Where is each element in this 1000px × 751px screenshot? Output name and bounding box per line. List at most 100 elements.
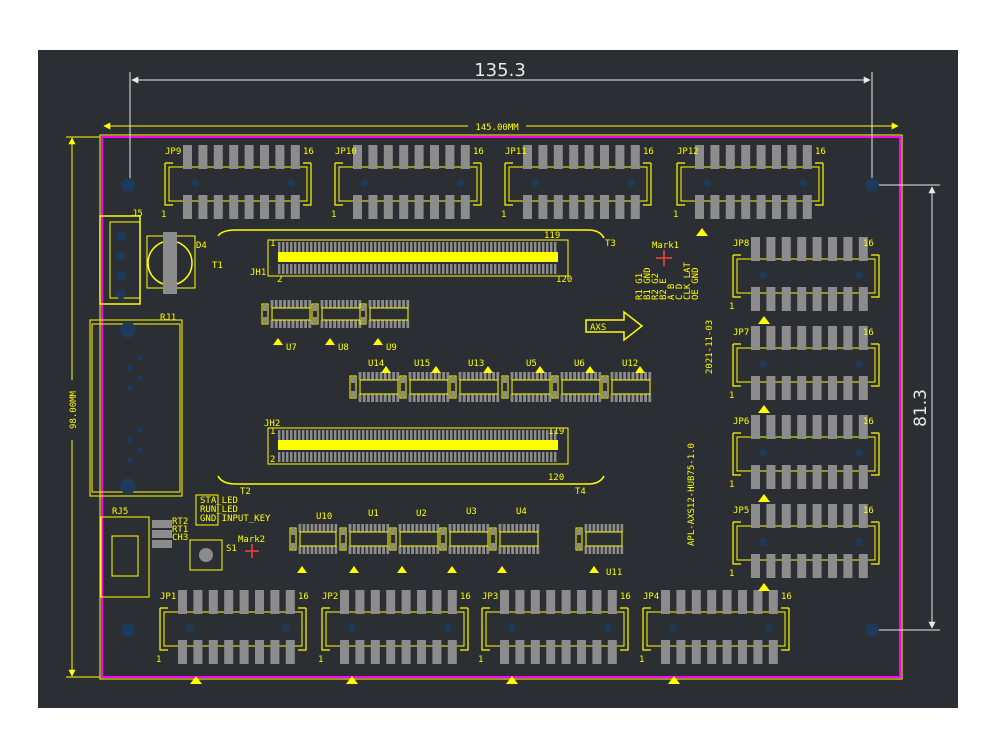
ic-chip bbox=[439, 524, 490, 554]
fpc-pad bbox=[546, 264, 549, 274]
header-pad bbox=[592, 590, 602, 614]
fpc-pad bbox=[362, 452, 365, 462]
fpc-pad bbox=[530, 430, 533, 440]
ic-chip bbox=[359, 300, 410, 328]
fiducial-mark1: Mark1 bbox=[652, 241, 679, 266]
fpc-pad bbox=[334, 430, 337, 440]
header-pad bbox=[858, 237, 868, 261]
header-pad bbox=[812, 465, 822, 489]
fpc-pad bbox=[310, 452, 313, 462]
fpc-pad bbox=[546, 242, 549, 252]
header-pad bbox=[340, 640, 349, 664]
header-pad bbox=[751, 376, 760, 400]
ic-pin bbox=[406, 320, 410, 328]
fpc-connector-jh2: JH2 1 2 119 120 T2 T4 bbox=[217, 419, 605, 497]
pin1-label: 1 bbox=[639, 655, 644, 665]
ic-pin bbox=[270, 320, 274, 328]
fpc-connector-jh1: JH1 1 2 119 120 T3 bbox=[217, 229, 616, 285]
u6-label: U6 bbox=[574, 359, 585, 369]
fpc-pad bbox=[382, 242, 385, 252]
ic-pin bbox=[528, 524, 531, 532]
pin16-label: 16 bbox=[815, 147, 826, 157]
pin1-label: 1 bbox=[729, 302, 734, 312]
fpc-pad bbox=[410, 242, 413, 252]
ic-pin bbox=[417, 372, 420, 380]
fpc-pad bbox=[326, 264, 329, 274]
header-hole bbox=[855, 271, 863, 279]
pin16-label: 16 bbox=[863, 239, 874, 249]
ic-pin bbox=[396, 372, 400, 380]
capacitor-pad bbox=[291, 529, 295, 535]
fpc-pad bbox=[342, 430, 345, 440]
header-hole bbox=[765, 624, 773, 632]
fpc-pad bbox=[458, 452, 461, 462]
connector-jp6: JP6 16 1 bbox=[729, 415, 880, 490]
ic-pin bbox=[590, 394, 593, 402]
ic-pin bbox=[531, 372, 535, 380]
ic-pin bbox=[308, 320, 312, 328]
connector-jp7: JP7 16 1 bbox=[729, 326, 880, 401]
ic-pin bbox=[361, 524, 364, 532]
header-hole bbox=[855, 538, 863, 546]
ic-pin bbox=[423, 546, 427, 554]
ic-pin bbox=[298, 524, 302, 532]
header-pad bbox=[797, 554, 807, 578]
fpc-pad bbox=[430, 242, 433, 252]
connector-jp4: JP4 16 1 bbox=[639, 590, 792, 665]
u12-label: U12 bbox=[622, 359, 638, 369]
ic-pin bbox=[433, 372, 437, 380]
ic-pin bbox=[448, 524, 452, 532]
capacitor-pad bbox=[577, 529, 581, 535]
fpc-pad bbox=[486, 264, 489, 274]
ic-pin bbox=[592, 524, 596, 532]
u8-label: U8 bbox=[338, 343, 349, 353]
ic-pin bbox=[428, 524, 431, 532]
fpc-pad bbox=[378, 264, 381, 274]
ic-pin bbox=[341, 300, 345, 308]
fpc-pad bbox=[390, 242, 393, 252]
header-pad bbox=[460, 195, 470, 219]
fpc-pad bbox=[446, 264, 449, 274]
fpc-pad bbox=[502, 452, 505, 462]
ic-pin bbox=[536, 524, 540, 532]
ic-pin bbox=[415, 524, 419, 532]
connector-label: JP10 bbox=[335, 147, 357, 157]
connector-label: JP3 bbox=[482, 592, 498, 602]
fpc-pad bbox=[370, 452, 373, 462]
ic-pin bbox=[337, 300, 341, 308]
ic-pin bbox=[535, 372, 539, 380]
header-pad bbox=[255, 640, 264, 664]
fpc-pad bbox=[322, 242, 325, 252]
header-pad bbox=[417, 640, 426, 664]
capacitor-pad bbox=[361, 305, 365, 311]
pin1-label: 1 bbox=[331, 210, 336, 220]
fpc-pad bbox=[486, 430, 489, 440]
ic-chip bbox=[601, 372, 652, 402]
ic-chip bbox=[389, 524, 440, 554]
header-pad bbox=[781, 504, 791, 528]
board-date: 2021-11-03 bbox=[705, 320, 715, 374]
header-pad bbox=[183, 195, 192, 219]
ic-pin bbox=[402, 320, 405, 328]
fpc-pad bbox=[406, 452, 409, 462]
fpc-pad bbox=[482, 264, 485, 274]
fpc-pad bbox=[386, 452, 389, 462]
ic-pin bbox=[383, 394, 387, 402]
fpc-pad bbox=[534, 264, 537, 274]
fpc-pad bbox=[458, 242, 461, 252]
fpc-pad bbox=[382, 452, 385, 462]
ic-pin bbox=[371, 394, 374, 402]
pin16-label: 16 bbox=[863, 417, 874, 427]
ic-chip bbox=[501, 372, 552, 402]
header-pad bbox=[515, 590, 525, 614]
board-outline bbox=[99, 134, 903, 680]
header-pad bbox=[584, 195, 594, 219]
ic-pin bbox=[375, 394, 379, 402]
fpc-pad bbox=[386, 264, 389, 274]
header-pad bbox=[797, 504, 807, 528]
fpc-pad bbox=[522, 264, 525, 274]
header-body bbox=[159, 590, 307, 664]
fpc-pad bbox=[534, 430, 537, 440]
ic-pin bbox=[423, 524, 427, 532]
